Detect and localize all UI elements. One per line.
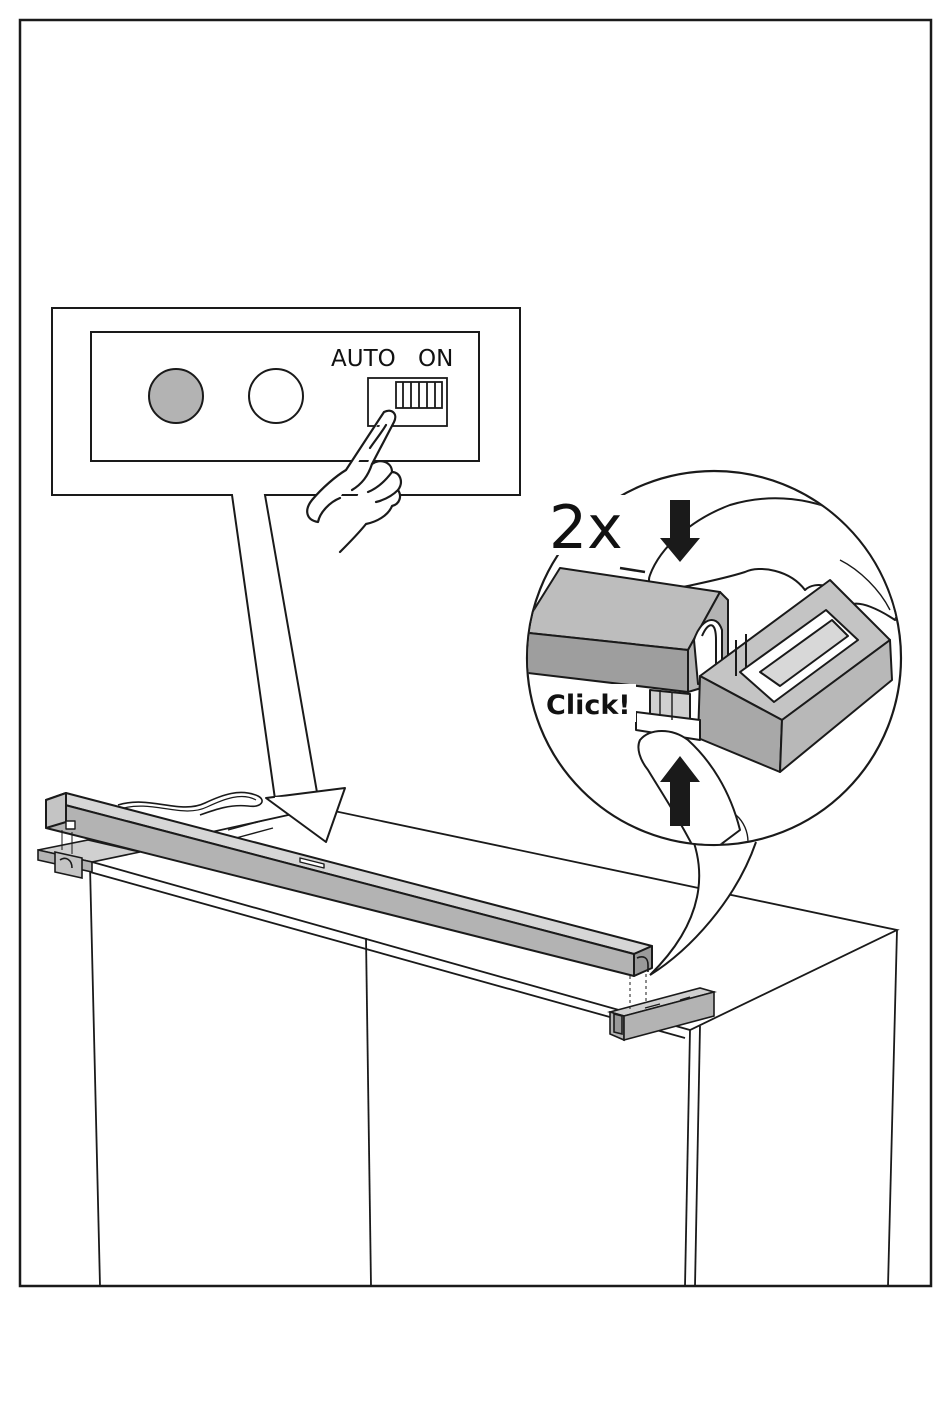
on-label: ON	[418, 346, 453, 372]
click-label: Click!	[546, 690, 631, 721]
filled-button	[149, 369, 203, 423]
auto-label: AUTO	[331, 346, 396, 372]
empty-button	[249, 369, 303, 423]
repeat-count-label: 2x	[549, 493, 623, 563]
